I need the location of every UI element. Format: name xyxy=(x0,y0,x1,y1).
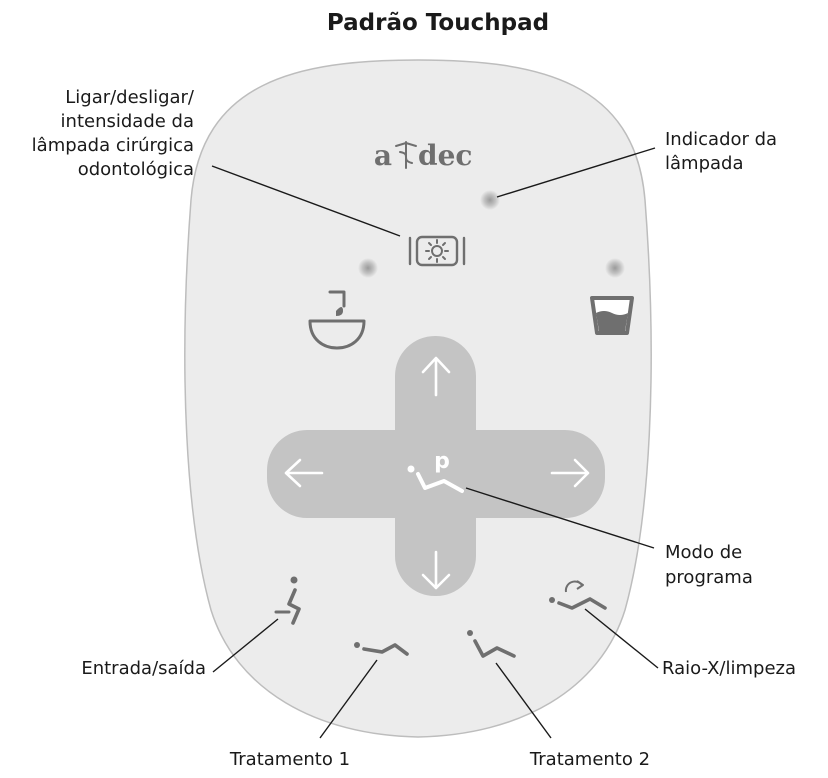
cuspidor-rinse-button[interactable] xyxy=(308,290,366,350)
leader-light-indicator xyxy=(496,147,656,198)
cup-fill-indicator-led xyxy=(605,258,625,278)
up-arrow-button[interactable] xyxy=(421,356,451,397)
svg-text:Indicador da: Indicador da xyxy=(665,129,777,150)
sun-icon xyxy=(425,239,449,263)
svg-text:Ligar/desligar/: Ligar/desligar/ xyxy=(65,87,195,108)
left-arrow-button[interactable] xyxy=(284,458,324,488)
callout-surgical-light: Ligar/desligar/ intensidade da lâmpada c… xyxy=(32,87,195,180)
leader-xray-cleaning xyxy=(584,608,659,669)
svg-text:lâmpada: lâmpada xyxy=(665,153,743,174)
callout-treatment-1: Tratamento 1 xyxy=(229,749,350,770)
program-button[interactable]: p xyxy=(407,449,464,493)
leader-treatment-1 xyxy=(319,659,378,739)
xray-cleaning-button[interactable] xyxy=(549,580,607,610)
callout-entry-exit: Entrada/saída xyxy=(81,658,206,679)
leader-entry-exit xyxy=(212,618,279,673)
callout-xray-cleaning: Raio-X/limpeza xyxy=(662,658,796,679)
leader-program-mode xyxy=(465,487,655,549)
program-key-letter: p xyxy=(434,449,450,474)
diagram-title: Padrão Touchpad xyxy=(327,10,549,36)
treatment-1-button[interactable] xyxy=(354,642,409,656)
entry-exit-button[interactable] xyxy=(274,576,301,625)
direction-pad xyxy=(267,336,605,596)
svg-text:intensidade da: intensidade da xyxy=(61,111,194,132)
svg-text:lâmpada cirúrgica: lâmpada cirúrgica xyxy=(32,135,194,156)
leader-surgical-light xyxy=(211,165,401,237)
cuspidor-indicator-led xyxy=(358,258,378,278)
callout-program-mode: Modo de programa xyxy=(665,542,753,588)
callout-light-indicator: Indicador da lâmpada xyxy=(665,129,777,174)
svg-text:Modo de: Modo de xyxy=(665,542,742,563)
surgical-light-button[interactable] xyxy=(408,235,466,267)
down-arrow-button[interactable] xyxy=(421,550,451,590)
cup-fill-button[interactable] xyxy=(590,296,634,335)
svg-text:odontológica: odontológica xyxy=(78,159,194,180)
brand-suffix: dec xyxy=(418,139,472,172)
light-indicator-led xyxy=(480,190,500,210)
right-arrow-button[interactable] xyxy=(550,458,590,488)
svg-text:programa: programa xyxy=(665,567,753,588)
caduceus-icon xyxy=(395,141,417,169)
leader-treatment-2 xyxy=(495,662,552,739)
callout-treatment-2: Tratamento 2 xyxy=(529,749,650,770)
brand-prefix: a xyxy=(374,139,392,172)
treatment-2-button[interactable] xyxy=(467,630,516,658)
